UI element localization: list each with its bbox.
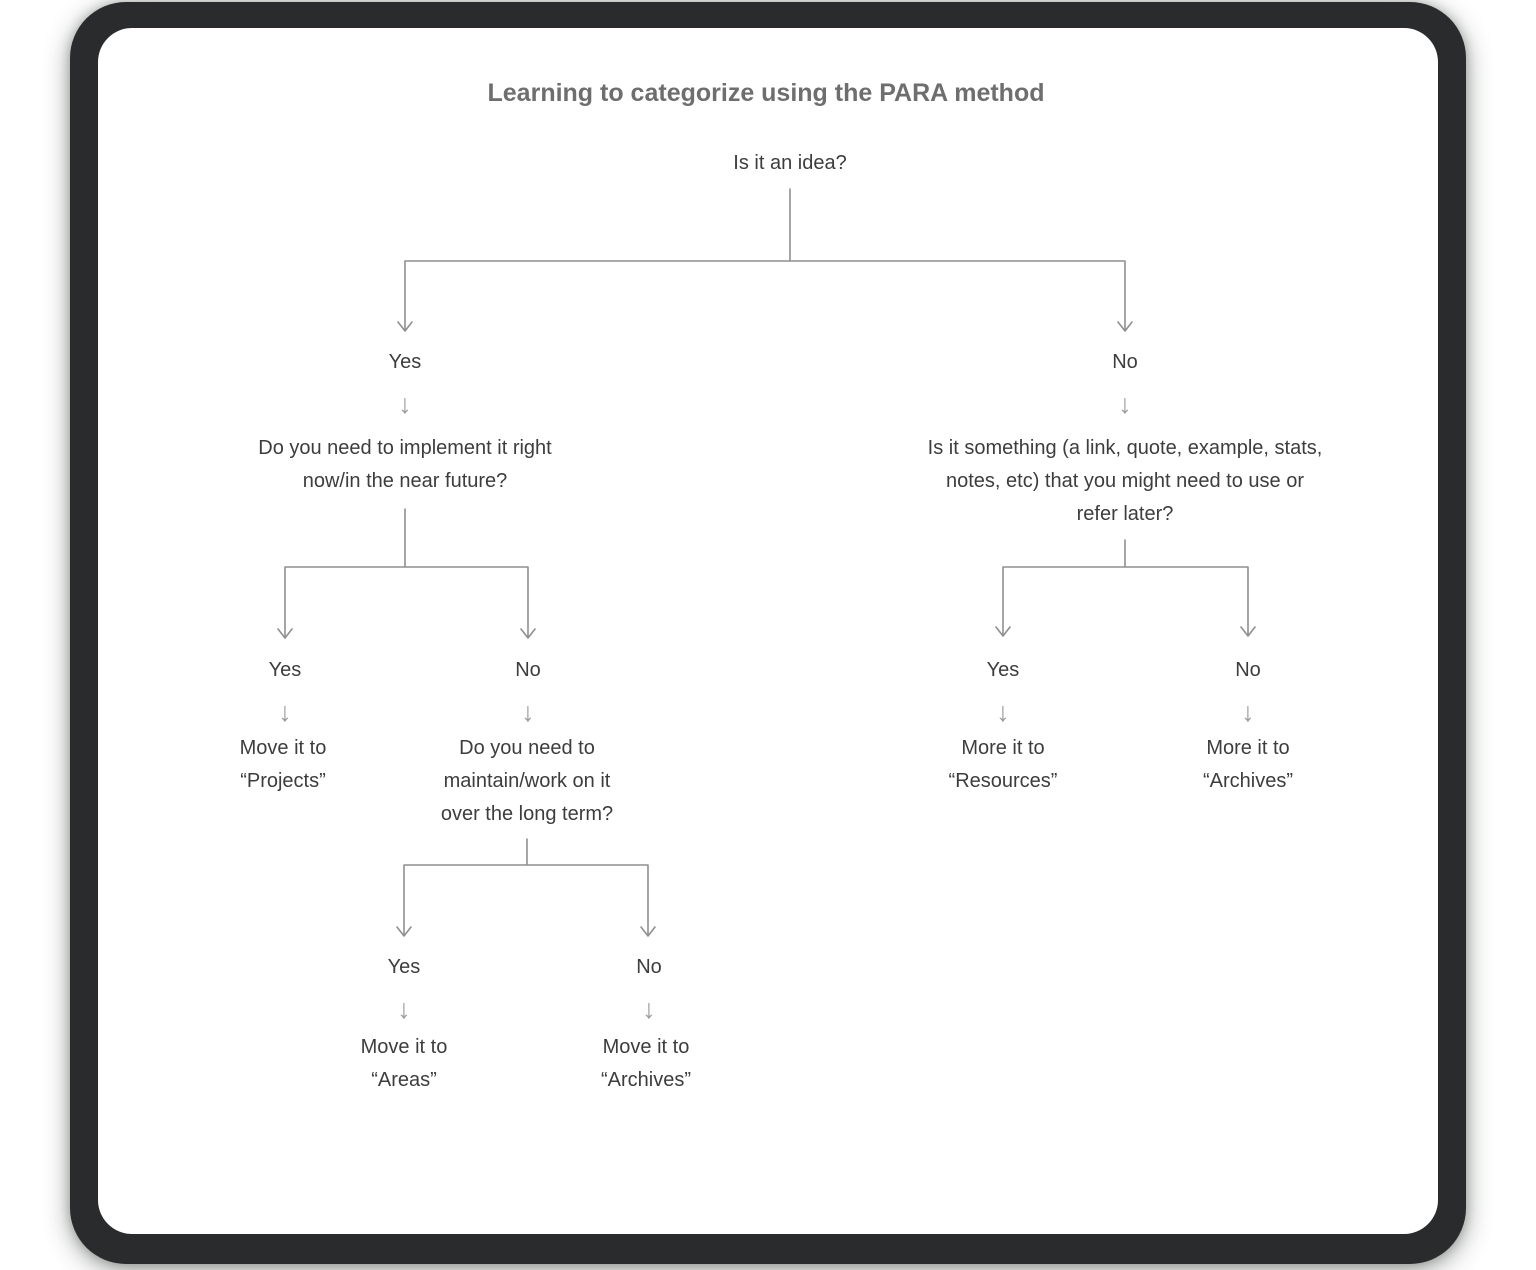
branch-label-implement-yes: Yes <box>268 659 302 681</box>
branch-label-implement-no: No <box>515 659 541 681</box>
node-result-resources: More it to “Resources” <box>948 737 1058 792</box>
node-implement-question: Do you need to implement it right now/in… <box>258 437 552 492</box>
branch-label-idea-yes: Yes <box>388 351 422 373</box>
down-arrow-icon: ↓ <box>397 994 411 1024</box>
down-arrow-icon: ↓ <box>398 389 412 419</box>
diagram-card <box>98 28 1438 1234</box>
node-result-archives-right: More it to “Archives” <box>1202 737 1293 792</box>
branch-label-idea-no: No <box>1112 351 1138 373</box>
branch-label-reference-no: No <box>1235 659 1261 681</box>
branch-label-reference-yes: Yes <box>986 659 1020 681</box>
down-arrow-icon: ↓ <box>1241 697 1255 727</box>
node-result-projects: Move it to “Projects” <box>239 737 327 792</box>
down-arrow-icon: ↓ <box>521 697 535 727</box>
down-arrow-icon: ↓ <box>1118 389 1132 419</box>
node-result-areas: Move it to “Areas” <box>360 1036 448 1091</box>
branch-label-maintain-yes: Yes <box>387 956 421 978</box>
branch-label-maintain-no: No <box>636 956 662 978</box>
node-root-question: Is it an idea? <box>733 152 847 174</box>
diagram-title: Learning to categorize using the PARA me… <box>487 79 1045 107</box>
down-arrow-icon: ↓ <box>642 994 656 1024</box>
node-maintain-question: Do you need to maintain/work on it over … <box>440 737 614 825</box>
down-arrow-icon: ↓ <box>996 697 1010 727</box>
node-reference-question: Is it something (a link, quote, example,… <box>927 437 1323 525</box>
down-arrow-icon: ↓ <box>278 697 292 727</box>
node-result-archives-left: Move it to “Archives” <box>600 1036 691 1091</box>
